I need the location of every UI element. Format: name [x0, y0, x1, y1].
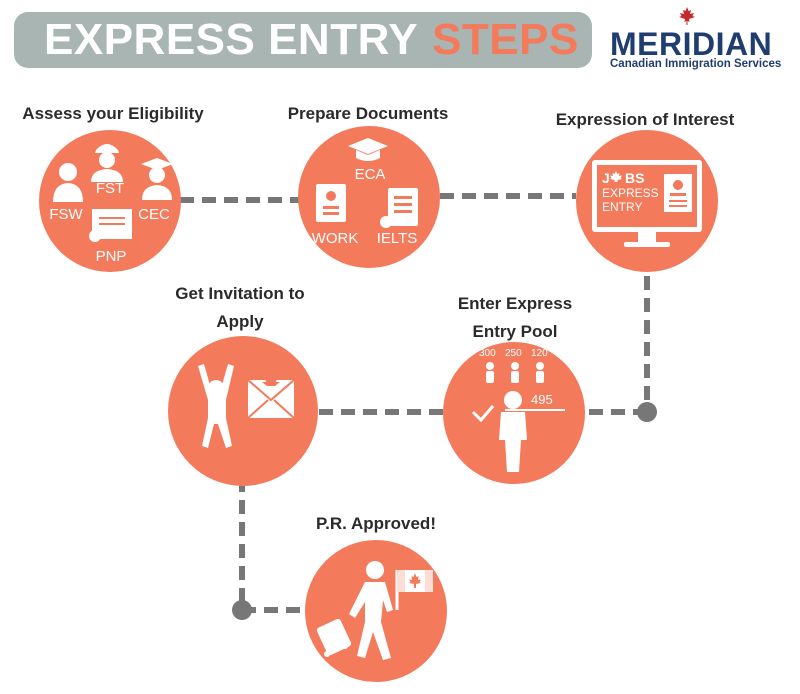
title-orange: STEPS [432, 15, 579, 64]
score-120: 120 [531, 348, 548, 359]
connector-node-1 [637, 402, 657, 422]
score-495: 495 [531, 392, 553, 407]
writing-icon [380, 188, 418, 228]
envelope-icon [247, 374, 295, 419]
step-2-title: Prepare Documents [287, 104, 449, 123]
title-white: EXPRESS ENTRY [44, 15, 419, 64]
step-6-title: P.R. Approved! [316, 514, 436, 533]
canada-flag-icon [395, 570, 433, 610]
step-5-title-line-1: Get Invitation to [175, 284, 305, 303]
celebrating-person-icon [198, 364, 234, 448]
step-1-title: Assess your Eligibility [22, 104, 204, 123]
screen-text-entry: ENTRY [602, 200, 643, 214]
person-icon [486, 362, 544, 472]
graduation-cap-icon [348, 138, 388, 161]
profile-card-icon [664, 174, 692, 212]
screen-text-bs: BS [625, 170, 645, 186]
label-ielts: IELTS [376, 230, 418, 247]
graduate-icon [141, 158, 173, 200]
meridian-logo: MERIDIAN Canadian Immigration Services [600, 6, 790, 70]
step-4-title-line-2: Entry Pool [472, 322, 558, 341]
label-work: WORK [311, 230, 359, 247]
label-fsw: FSW [49, 206, 83, 223]
traveler-icon [349, 561, 393, 660]
worker-icon [91, 144, 123, 182]
step-2-circle: ECA WORK IELTS [298, 126, 440, 268]
step-4-title: Enter Express Entry Pool [420, 290, 610, 346]
certificate-icon [89, 209, 132, 242]
step-4-circle: 300 250 120 495 [443, 342, 585, 484]
step-6-circle [305, 540, 447, 682]
connector-node-2 [232, 600, 252, 620]
score-250: 250 [505, 348, 522, 359]
step-1-circle: FST FSW CEC PNP [39, 130, 181, 272]
step-5-title: Get Invitation to Apply [140, 280, 340, 336]
step-3-title: Expression of Interest [555, 110, 735, 129]
suitcase-icon [316, 618, 352, 657]
label-fst: FST [95, 180, 125, 197]
label-pnp: PNP [95, 248, 127, 265]
label-eca: ECA [354, 166, 386, 183]
screen-text-express: EXPRESS [602, 186, 659, 200]
label-cec: CEC [138, 206, 170, 223]
checkmark-icon [471, 405, 495, 423]
header-banner: EXPRESS ENTRY STEPS [14, 12, 592, 68]
document-icon [316, 184, 346, 222]
step-4-title-line-1: Enter Express [457, 294, 573, 313]
step-5-circle [168, 336, 318, 486]
screen-text-j: J [602, 170, 610, 186]
doctor-icon [53, 163, 83, 202]
step-3-circle: J BS EXPRESS ENTRY [576, 130, 718, 272]
step-5-title-line-2: Apply [216, 312, 264, 331]
logo-name: MERIDIAN [610, 26, 773, 62]
score-300: 300 [479, 348, 496, 359]
maple-leaf-icon [610, 171, 622, 182]
maple-leaf-icon [679, 7, 695, 25]
logo-subtitle: Canadian Immigration Services [610, 58, 782, 70]
